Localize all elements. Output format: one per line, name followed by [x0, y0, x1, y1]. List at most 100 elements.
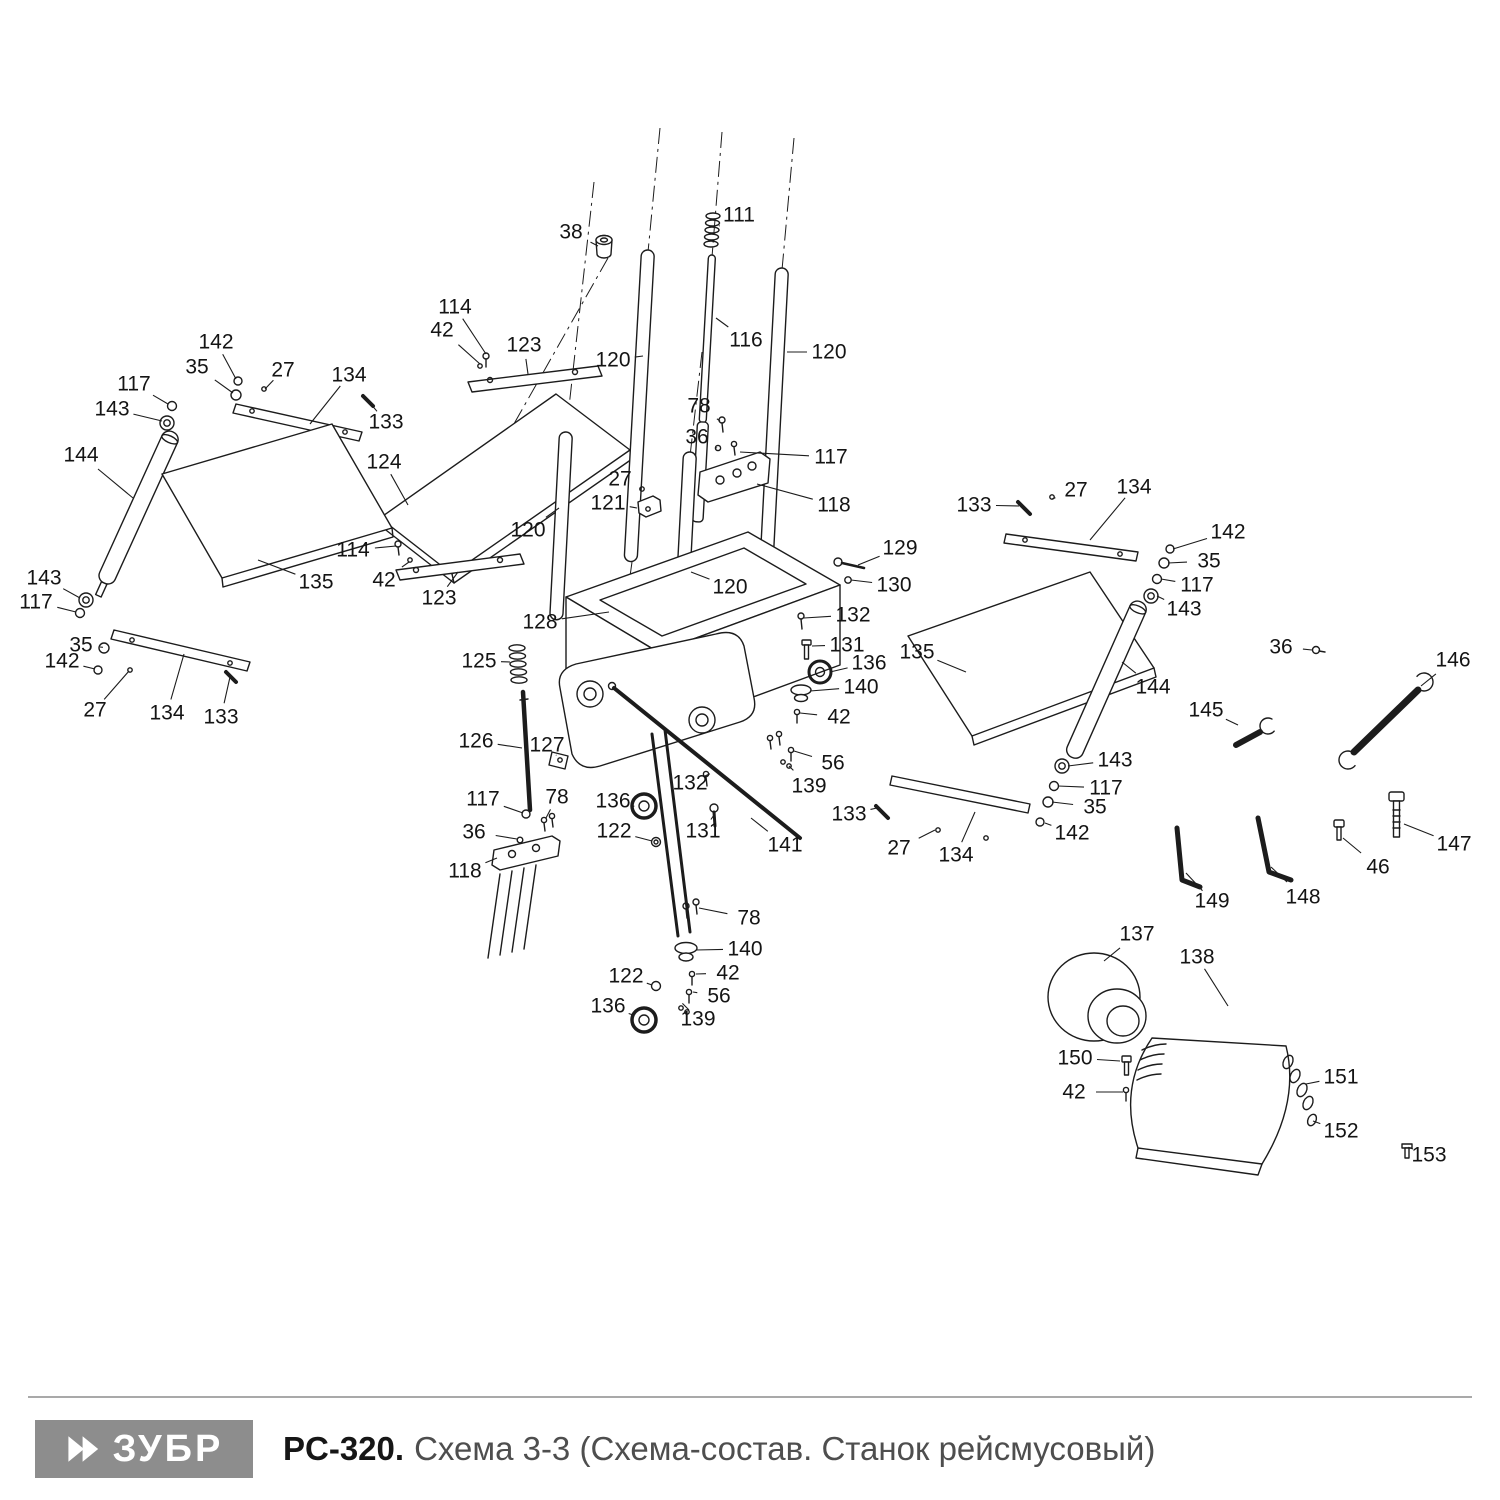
leader-line — [756, 483, 813, 500]
leader-line — [1167, 561, 1188, 564]
part-number-label: 143 — [26, 567, 61, 590]
part-number-label: 120 — [712, 576, 747, 599]
part-number-label: 36 — [462, 821, 485, 844]
part-number-label: 143 — [1097, 749, 1132, 772]
part-number-label: 35 — [1197, 550, 1220, 573]
part-number-label: 117 — [1180, 574, 1213, 597]
leader-line — [704, 773, 711, 777]
leader-line — [793, 750, 813, 758]
part-number-label: 116 — [729, 329, 762, 352]
leader-line — [682, 1003, 690, 1011]
spring-125 — [508, 644, 528, 684]
part-number-label: 117 — [19, 591, 52, 614]
leader-line — [1067, 762, 1094, 767]
part-number-label: 78 — [545, 786, 568, 809]
leader-line — [446, 571, 459, 588]
chain-151 — [1282, 1054, 1318, 1127]
guide-columns — [549, 249, 789, 629]
part-number-label: 127 — [529, 734, 564, 757]
part-number-label: 121 — [590, 492, 625, 515]
leader-line — [545, 507, 560, 518]
part-number-label: 142 — [1054, 822, 1089, 845]
leader-line — [739, 451, 810, 457]
part-number-label: 150 — [1057, 1047, 1092, 1070]
part-number-label: 78 — [687, 395, 710, 418]
schema-title: Схема 3-3 (Схема-состав. Станок рейсмусо… — [414, 1430, 1156, 1467]
leader-line — [1185, 872, 1203, 892]
leader-line — [257, 559, 296, 575]
part-number-label: 132 — [835, 604, 870, 627]
leader-line — [309, 385, 341, 425]
cover-138 — [1129, 1037, 1291, 1165]
cylinder-144-right — [1065, 600, 1147, 759]
part-number-label: 131 — [829, 634, 864, 657]
leader-line — [1342, 837, 1362, 854]
leader-line — [635, 836, 653, 842]
part-number-label: 125 — [461, 650, 496, 673]
part-number-label: 136 — [851, 652, 886, 675]
leader-line — [629, 506, 638, 509]
part-number-label: 117 — [1089, 777, 1122, 800]
part-number-label: 133 — [831, 803, 866, 826]
leader-line — [503, 805, 524, 814]
leader-line — [716, 418, 721, 422]
footer: ЗУБР PC-320.Схема 3-3 (Схема-состав. Ста… — [0, 1396, 1500, 1500]
leader-line — [390, 473, 409, 506]
part-number-label: 46 — [1366, 856, 1389, 879]
part-number-label: 78 — [737, 907, 760, 930]
part-number-label: 56 — [707, 985, 730, 1008]
leader-line — [401, 561, 410, 568]
zubr-arrow-icon — [65, 1432, 103, 1466]
part-number-label: 36 — [685, 426, 708, 449]
part-number-label: 123 — [421, 587, 456, 610]
leader-line — [462, 318, 487, 355]
leader-line — [1044, 822, 1052, 826]
footer-divider — [28, 1396, 1472, 1398]
leader-line — [1096, 1058, 1121, 1062]
part-number-label: 133 — [203, 706, 238, 729]
part-number-label: 130 — [876, 574, 911, 597]
leader-line — [1420, 673, 1437, 687]
leader-line — [369, 402, 378, 412]
leader-line — [1312, 1120, 1321, 1125]
leader-line — [715, 317, 729, 328]
leader-line — [103, 670, 130, 700]
part-number-label: 139 — [791, 775, 826, 798]
part-number-label: 143 — [1166, 598, 1201, 621]
leader-line — [690, 571, 710, 580]
leader-line — [850, 579, 873, 584]
part-number-label: 42 — [716, 962, 739, 985]
leader-line — [497, 743, 523, 749]
part-number-label: 149 — [1194, 890, 1229, 913]
part-number-label: 146 — [1435, 649, 1470, 672]
leader-line — [809, 688, 840, 692]
part-number-label: 128 — [522, 611, 557, 634]
spring-111 — [703, 212, 721, 248]
leader-line — [1156, 595, 1165, 600]
part-number-label: 123 — [506, 334, 541, 357]
part-number-label: 139 — [680, 1008, 715, 1031]
leader-line — [1302, 648, 1313, 651]
leader-line — [1172, 537, 1208, 550]
part-number-label: 144 — [63, 444, 98, 467]
leader-line — [1204, 968, 1229, 1007]
part-number-label: 114 — [438, 296, 472, 319]
leader-line — [937, 659, 967, 673]
chute-137 — [1047, 952, 1147, 1044]
part-number-label: 35 — [185, 356, 208, 379]
leader-line — [995, 504, 1020, 507]
part-number-label: 42 — [827, 706, 850, 729]
leader-line — [1270, 866, 1288, 883]
part-number-label: 134 — [938, 844, 973, 867]
leader-line — [857, 555, 880, 566]
part-number-label: 129 — [882, 537, 917, 560]
leader-line — [1160, 578, 1176, 582]
leader-line — [170, 653, 185, 700]
part-number-label: 27 — [608, 468, 631, 491]
leader-line — [561, 611, 610, 620]
leader-line — [961, 811, 976, 843]
leader-line — [133, 413, 163, 422]
part-number-label: 152 — [1323, 1120, 1358, 1143]
leader-line — [829, 667, 848, 673]
leader-line — [83, 665, 96, 670]
